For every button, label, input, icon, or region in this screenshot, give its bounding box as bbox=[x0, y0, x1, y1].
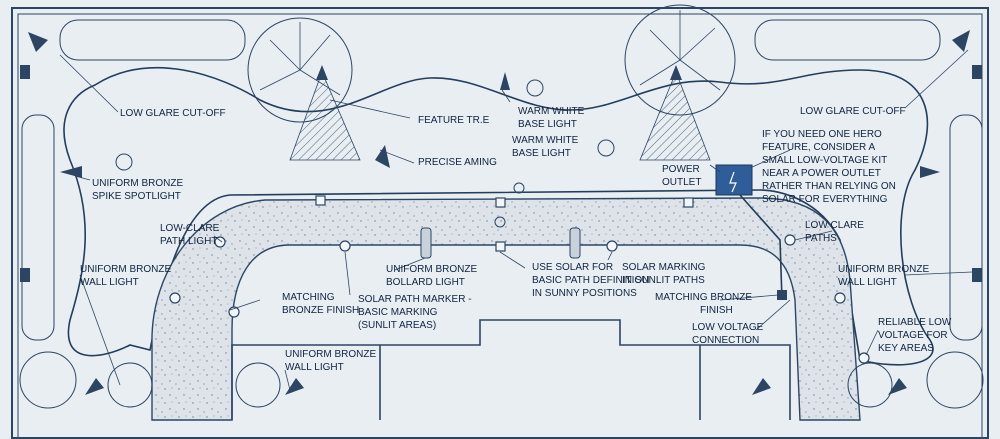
label-warm-white-mid-2: BASE LIGHT bbox=[512, 148, 571, 159]
uplight-beam-left bbox=[289, 70, 361, 161]
wall-light-icon bbox=[20, 65, 30, 79]
spike-light-icon bbox=[375, 145, 390, 168]
wall-light-icon bbox=[20, 268, 30, 282]
uplight-icon bbox=[285, 378, 304, 395]
label-warm-white-mid-1: WARM WHITE bbox=[512, 135, 579, 146]
label-hero-1: IF YOU NEED ONE HERO bbox=[762, 129, 882, 140]
house-outline bbox=[231, 319, 791, 420]
uplight-beam-right bbox=[639, 70, 711, 161]
hedge-top-left bbox=[59, 19, 246, 61]
label-bollard-2: BOLLARD LIGHT bbox=[386, 277, 465, 288]
wall-light-icon bbox=[972, 65, 982, 79]
spike-light-icon bbox=[952, 30, 970, 52]
bollard-icon bbox=[420, 227, 432, 259]
label-reliable-3: KEY AREAS bbox=[878, 343, 934, 354]
label-hero-4: NEAR A POWER OUTLET bbox=[762, 168, 881, 179]
label-matching-left-2: BRONZE FINISH bbox=[282, 305, 359, 316]
label-warm-white-top-1: WARM WHITE bbox=[518, 106, 585, 117]
label-bollard-1: UNIFORM BRONZE bbox=[386, 264, 477, 275]
bolt-icon bbox=[729, 171, 737, 193]
label-uniform-wall-bottom-2: WALL LIGHT bbox=[285, 362, 344, 373]
hedge-left bbox=[21, 114, 55, 341]
low-voltage-cable bbox=[739, 194, 783, 301]
label-uniform-spike-2: SPIKE SPOTLIGHT bbox=[92, 191, 181, 202]
hedge-right bbox=[949, 114, 983, 341]
label-use-solar-2: BASIC PATH DEFINITION bbox=[532, 275, 649, 286]
spike-light-icon bbox=[500, 72, 510, 90]
label-reliable-2: VOLTAGE FOR bbox=[878, 330, 948, 341]
spike-light-icon bbox=[920, 166, 940, 178]
label-uniform-spike-1: UNIFORM BRONZE bbox=[92, 178, 183, 189]
bollard-icon bbox=[569, 227, 581, 259]
bulb-icon bbox=[526, 79, 544, 97]
label-hero-5: RATHER THAN RELYING ON bbox=[762, 181, 896, 192]
label-uniform-wall-left-2: WALL LIGHT bbox=[80, 277, 139, 288]
label-uniform-wall-right-1: UNIFORM BRONZE bbox=[838, 264, 929, 275]
label-hero-6: SOLAR FOR EVERYTHING bbox=[762, 194, 888, 205]
label-warm-white-top-2: BASE LIGHT bbox=[518, 119, 577, 130]
label-use-solar-1: USE SOLAR FOR bbox=[532, 262, 613, 273]
label-low-clare-paths-2: PATHS bbox=[805, 233, 837, 244]
label-low-clare-paths-1: LOW CLARE bbox=[805, 220, 864, 231]
spike-light-icon bbox=[60, 166, 82, 178]
label-low-clare-path-1: LOW-CLARE bbox=[160, 223, 220, 234]
uplight-icon bbox=[85, 378, 104, 395]
label-low-voltage-2: CONNECTION bbox=[692, 335, 759, 346]
patio-plant-right bbox=[847, 362, 893, 408]
label-solar-marking-1: SOLAR MARKING bbox=[622, 262, 706, 273]
label-precise-aiming: PRECISE AMING bbox=[418, 157, 497, 168]
spike-light-icon bbox=[670, 65, 682, 80]
label-solar-marker-1: SOLAR PATH MARKER - bbox=[358, 294, 472, 305]
label-matching-right-2: FINISH bbox=[700, 305, 733, 316]
shrub-bottom-right bbox=[926, 351, 984, 409]
label-feature-tree: FEATURE TR.E bbox=[418, 115, 490, 126]
uplight-icon bbox=[752, 378, 771, 395]
label-matching-right-1: MATCHING BRONZE bbox=[655, 292, 752, 303]
lawn-edge bbox=[63, 66, 934, 366]
path-lights bbox=[169, 195, 870, 364]
label-use-solar-3: IN SUNNY POSITIONS bbox=[532, 288, 637, 299]
label-solar-marker-3: (SUNLIT AREAS) bbox=[358, 320, 436, 331]
patio-plant-left bbox=[107, 362, 281, 408]
bulb-icon bbox=[115, 153, 133, 171]
solar-marker-icon bbox=[513, 182, 525, 194]
shrub-bottom-left bbox=[19, 351, 77, 409]
spike-light-icon bbox=[316, 65, 328, 80]
bulb-icon bbox=[597, 139, 615, 157]
label-low-clare-path-2: PATH LIGHT bbox=[160, 236, 217, 247]
label-solar-marking-2: IN SUNLIT PATHS bbox=[622, 275, 705, 286]
label-hero-3: SMALL LOW-VOLTAGE KIT bbox=[762, 155, 887, 166]
label-power-outlet-2: OUTLET bbox=[662, 177, 701, 188]
gravel-path bbox=[151, 197, 861, 421]
label-low-glare-left: LOW GLARE CUT-OFF bbox=[120, 108, 226, 119]
solar-panel-icon bbox=[715, 164, 753, 196]
label-uniform-wall-bottom-1: UNIFORM BRONZE bbox=[285, 349, 376, 360]
label-uniform-wall-right-2: WALL LIGHT bbox=[838, 277, 897, 288]
feature-tree-left bbox=[247, 17, 353, 123]
label-solar-marker-2: BASIC MARKING bbox=[358, 307, 438, 318]
label-hero-2: FEATURE, CONSIDER A bbox=[762, 142, 875, 153]
solar-marker-icon bbox=[494, 216, 506, 228]
label-low-glare-right: LOW GLARE CUT-OFF bbox=[800, 106, 906, 117]
hedge-top-right bbox=[754, 19, 941, 61]
wall-light-icon bbox=[972, 268, 982, 282]
spike-light-icon bbox=[28, 32, 48, 52]
label-power-outlet-1: POWER bbox=[662, 164, 700, 175]
label-matching-left-1: MATCHING bbox=[282, 292, 335, 303]
uplight-icon bbox=[888, 378, 907, 395]
label-uniform-wall-left-1: UNIFORM BRONZE bbox=[80, 264, 171, 275]
leader-lines bbox=[59, 49, 973, 391]
connector-icon bbox=[777, 290, 787, 300]
label-reliable-1: RELIABLE LOW bbox=[878, 317, 952, 328]
label-low-voltage-1: LOW VOLTAGE bbox=[692, 322, 764, 333]
